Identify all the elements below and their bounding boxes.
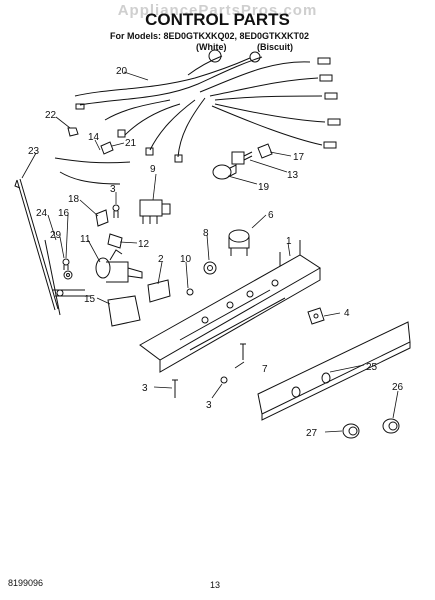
callout-3-upper: 3 [110, 184, 116, 195]
damper-part-9 [139, 199, 171, 224]
callout-labels: 20 22 14 21 23 9 3 18 24 16 29 11 12 8 6… [28, 66, 404, 439]
fastener-part-16 [63, 270, 73, 280]
knob-part-26 [382, 418, 400, 434]
watermark: AppliancePartsPros.com [117, 2, 318, 19]
callout-10: 10 [180, 254, 192, 265]
screw-part-3-lower-left [172, 379, 178, 398]
bracket-part-18 [95, 209, 109, 227]
callout-17: 17 [293, 152, 305, 163]
callout-16: 16 [58, 208, 70, 219]
rod-part-23 [14, 178, 59, 311]
callout-3-lower-right: 3 [206, 400, 212, 411]
wire-harness [74, 49, 341, 163]
knob-part-27 [342, 423, 360, 439]
callout-7: 7 [262, 364, 268, 375]
callout-15: 15 [84, 294, 96, 305]
screw-part-10 [186, 288, 194, 296]
page-number: 13 [210, 580, 221, 590]
bracket-part-15 [107, 295, 141, 327]
callout-24: 24 [36, 208, 48, 219]
control-housing-part-1 [139, 240, 321, 373]
grommet-part-8 [203, 261, 217, 275]
callout-2: 2 [158, 254, 164, 265]
callout-13: 13 [287, 170, 299, 181]
document-number: 8199096 [8, 578, 44, 588]
callout-6: 6 [268, 210, 274, 221]
bracket-part-2 [147, 279, 171, 303]
clip-part-12 [107, 233, 123, 249]
variant-white: (White) [196, 42, 227, 52]
callout-14: 14 [88, 132, 100, 143]
callout-4: 4 [344, 308, 350, 319]
callout-11: 11 [80, 234, 91, 245]
variant-biscuit: (Biscuit) [257, 42, 293, 52]
screw-part-3-lower-right [220, 376, 228, 384]
callout-26: 26 [392, 382, 404, 393]
callout-19: 19 [258, 182, 270, 193]
console-panel-part-25 [257, 321, 411, 421]
screw-part-3-upper [112, 204, 120, 218]
thermostat-part-11 [95, 249, 143, 283]
control-part-6 [228, 229, 250, 256]
screw-part-7 [240, 343, 246, 360]
callout-29: 29 [50, 230, 62, 241]
models-line: For Models: 8ED0GTKXKQ02, 8ED0GTKXKT02 [110, 31, 310, 41]
callout-3-lower-left: 3 [142, 383, 148, 394]
callout-25: 25 [366, 362, 378, 373]
callout-1: 1 [286, 236, 292, 247]
callout-18: 18 [68, 194, 80, 205]
callout-12: 12 [138, 239, 150, 250]
leader-lines [21, 71, 399, 433]
connector-part-21 [100, 141, 114, 155]
callout-8: 8 [203, 228, 209, 239]
lamp-socket-part-17 [257, 143, 273, 159]
fastener-part-29 [62, 258, 70, 270]
callout-27: 27 [306, 428, 318, 439]
callout-22: 22 [45, 110, 57, 121]
page-title: CONTROL PARTS [145, 10, 290, 29]
callout-9: 9 [150, 164, 156, 175]
callout-20: 20 [116, 66, 128, 77]
rod-part-24 [44, 239, 90, 316]
callout-23: 23 [28, 146, 40, 157]
wire-part-14 [54, 157, 131, 185]
lamp-holder-part-13 [231, 151, 253, 165]
clip-part-4 [307, 307, 325, 325]
callout-21: 21 [125, 138, 137, 149]
lamp-bulb-part-19 [212, 164, 237, 180]
clip-part-22 [67, 127, 79, 137]
